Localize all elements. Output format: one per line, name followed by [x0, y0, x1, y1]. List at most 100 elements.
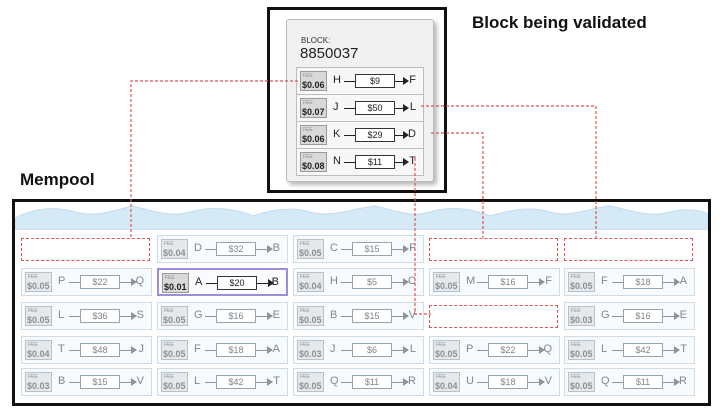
connector-j-l — [421, 105, 597, 238]
recipient-label: Q — [543, 343, 552, 355]
arrow-icon — [674, 378, 680, 386]
fee-label: FEE — [571, 308, 581, 314]
fee-label: FEE — [164, 374, 174, 380]
fee-value: $0.05 — [435, 281, 458, 291]
fee-badge: FEE$0.04 — [161, 239, 188, 259]
fee-badge: FEE$0.05 — [297, 306, 324, 326]
arrow-icon — [674, 278, 680, 286]
transfer-line — [205, 350, 216, 351]
sender-label: J — [333, 101, 339, 113]
amount-box: $22 — [488, 343, 528, 357]
arrow-icon — [539, 378, 545, 386]
arrow-icon — [674, 312, 680, 320]
transfer-line — [344, 108, 355, 109]
fee-badge: FEE$0.01 — [162, 273, 189, 293]
fee-value: $0.05 — [163, 315, 186, 325]
recipient-label: J — [138, 343, 145, 355]
arrow-icon — [403, 278, 409, 286]
arrow-icon — [403, 346, 409, 354]
transfer-line — [69, 316, 80, 317]
mempool-waves — [15, 205, 708, 230]
arrow-icon — [131, 312, 137, 320]
recipient-label: R — [679, 375, 687, 387]
arrow-icon — [267, 346, 273, 354]
fee-label: FEE — [164, 342, 174, 348]
fee-label: FEE — [164, 241, 174, 247]
fee-badge: FEE$0.05 — [433, 272, 460, 292]
recipient-label: B — [271, 276, 279, 288]
arrow-icon — [539, 346, 545, 354]
recipient-label: F — [545, 275, 552, 287]
amount-box: $18 — [488, 375, 528, 389]
sender-label: B — [58, 375, 66, 387]
fee-badge: FEE$0.04 — [297, 272, 324, 292]
sender-label: B — [330, 309, 338, 321]
fee-label: FEE — [165, 275, 175, 281]
fee-value: $0.05 — [435, 349, 458, 359]
amount-box: $9 — [355, 74, 395, 88]
transfer-line — [528, 350, 539, 351]
transfer-line — [344, 81, 355, 82]
recipient-label: B — [272, 242, 280, 254]
fee-label: FEE — [300, 374, 310, 380]
sender-label: C — [330, 242, 338, 254]
transfer-line — [392, 382, 403, 383]
fee-label: FEE — [300, 274, 310, 280]
recipient-label: F — [409, 74, 416, 86]
fee-label: FEE — [28, 274, 38, 280]
transfer-line — [341, 316, 352, 317]
fee-badge: FEE$0.05 — [161, 340, 188, 360]
transfer-line — [120, 382, 131, 383]
fee-badge: FEE$0.05 — [161, 306, 188, 326]
fee-badge: FEE$0.05 — [25, 272, 52, 292]
fee-value: $0.03 — [299, 349, 322, 359]
fee-badge: FEE$0.03 — [297, 340, 324, 360]
fee-value: $0.06 — [302, 134, 325, 144]
fee-badge: FEE$0.03 — [568, 306, 595, 326]
fee-value: $0.05 — [163, 381, 186, 391]
block-title: Block being validated — [472, 13, 647, 32]
sender-label: K — [333, 128, 341, 140]
sender-label: F — [601, 275, 608, 287]
transfer-line — [477, 350, 488, 351]
transfer-line — [120, 282, 131, 283]
arrow-icon — [403, 245, 409, 253]
block-label: BLOCK: — [301, 36, 331, 45]
fee-value: $0.08 — [302, 161, 325, 171]
amount-box: $16 — [623, 309, 663, 323]
transfer-line — [392, 282, 403, 283]
transfer-line — [395, 108, 403, 109]
fee-value: $0.07 — [302, 107, 325, 117]
recipient-label: Q — [135, 275, 144, 287]
fee-label: FEE — [303, 154, 313, 160]
fee-label: FEE — [28, 308, 38, 314]
recipient-label: L — [409, 101, 416, 113]
arrow-icon — [267, 312, 273, 320]
fee-value: $0.05 — [299, 315, 322, 325]
recipient-label: V — [544, 375, 552, 387]
fee-value: $0.03 — [570, 315, 593, 325]
transfer-line — [341, 382, 352, 383]
transfer-line — [69, 382, 80, 383]
empty-slot — [564, 238, 693, 261]
fee-badge: FEE$0.05 — [297, 372, 324, 392]
empty-slot — [21, 238, 150, 261]
transfer-line — [205, 249, 216, 250]
fee-badge: FEE$0.05 — [297, 239, 324, 259]
arrow-icon — [403, 158, 409, 166]
amount-box: $15 — [352, 309, 392, 323]
transfer-line — [395, 81, 403, 82]
sender-label: Q — [330, 375, 339, 387]
fee-value: $0.04 — [163, 248, 186, 258]
transfer-line — [205, 382, 216, 383]
